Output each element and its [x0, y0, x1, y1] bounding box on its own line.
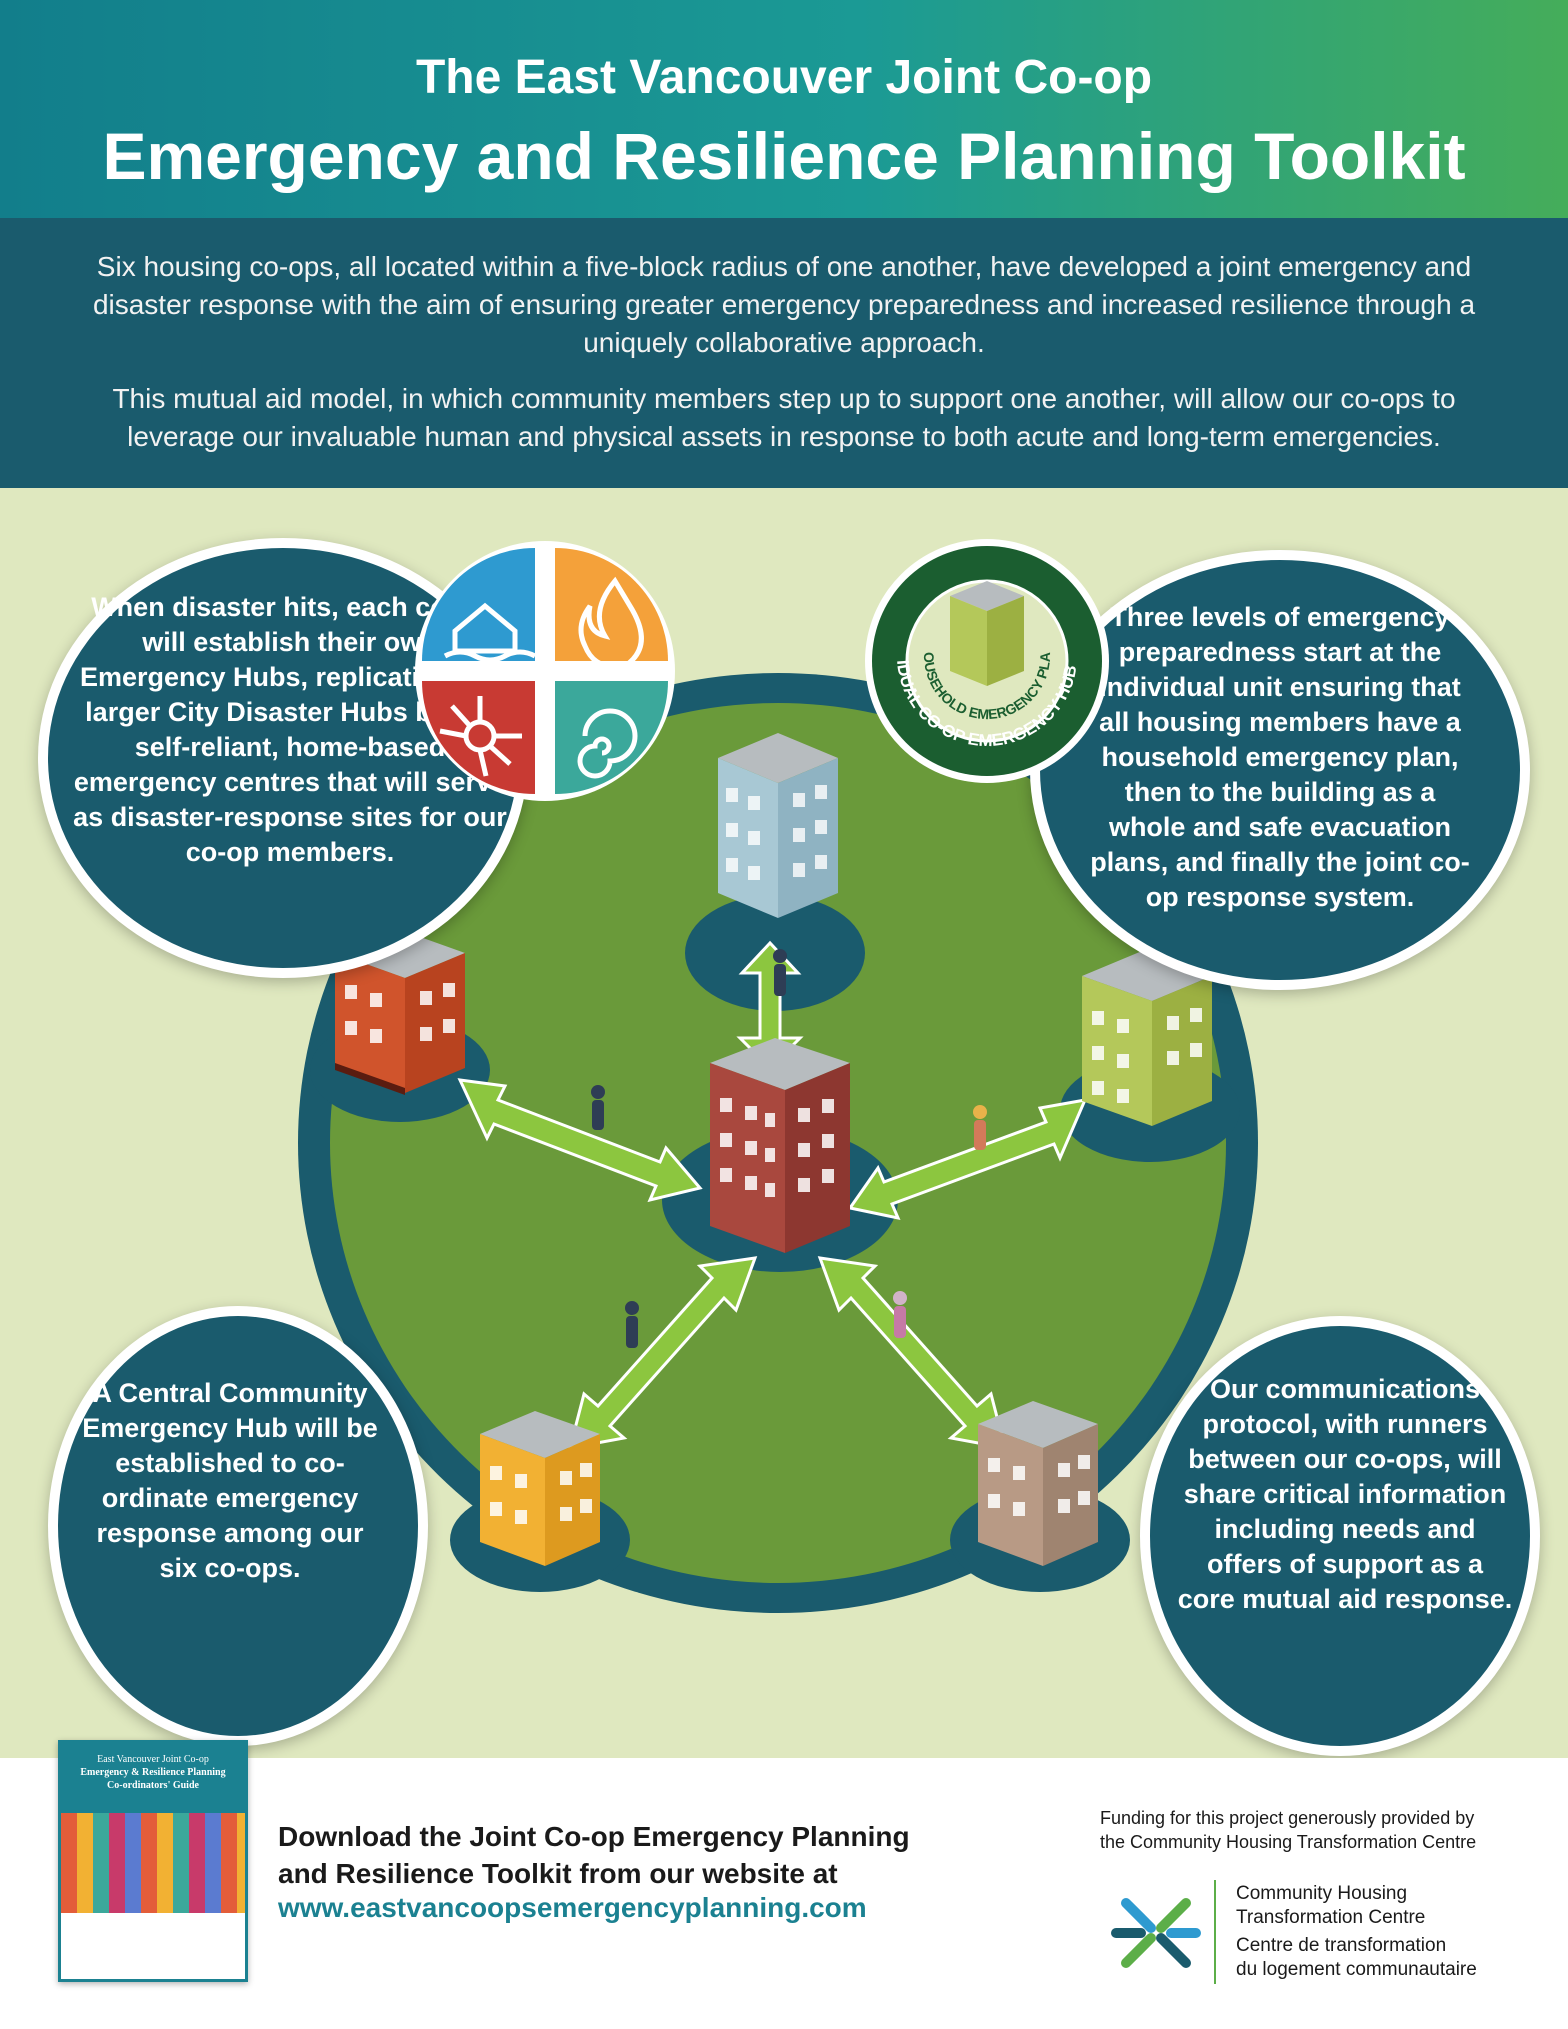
storm-icon	[555, 681, 668, 794]
runner-southeast	[893, 1291, 907, 1305]
page-subtitle: The East Vancouver Joint Co-op	[415, 51, 1153, 104]
booklet-illustration	[61, 1813, 245, 1913]
download-text: Download the Joint Co-op Emergency Plann…	[278, 1818, 910, 1892]
callout-communications-text: Our communications protocol, with runner…	[1177, 1374, 1513, 1614]
org-fr-line-2: du logement communautaire	[1236, 1959, 1477, 1980]
building-southeast	[978, 1401, 1098, 1566]
runner-east	[973, 1105, 987, 1119]
org-name-english: Community Housing Transformation Centre	[1236, 1882, 1425, 1930]
wildfire-icon	[555, 548, 668, 661]
runner-southwest	[625, 1301, 639, 1315]
toolkit-booklet-cover[interactable]: East Vancouver Joint Co-op Emergency & R…	[58, 1740, 248, 1982]
callout-bubble-preparedness	[1030, 550, 1530, 990]
funding-line-1: Funding for this project generously prov…	[1100, 1808, 1475, 1828]
runner-figures	[591, 949, 987, 1348]
building-southwest	[480, 1411, 600, 1566]
illustration-area: When disaster hits, each co-op will esta…	[0, 488, 1568, 1758]
booklet-line-2: Emergency & Resilience Planning	[80, 1767, 226, 1778]
runner-west	[591, 1085, 605, 1099]
booklet-line-1: East Vancouver Joint Co-op	[97, 1754, 209, 1765]
download-line-1: Download the Joint Co-op Emergency Plann…	[278, 1821, 910, 1852]
intro-paragraph-1: Six housing co-ops, all located within a…	[92, 251, 1476, 358]
funding-credit: Funding for this project generously prov…	[1100, 1806, 1476, 1854]
org-en-line-1: Community Housing	[1236, 1883, 1408, 1904]
chtc-logo-icon	[1111, 1898, 1201, 1968]
footer: East Vancouver Joint Co-op Emergency & R…	[0, 1740, 1568, 2029]
emergency-plan-seal: INDIVIDUAL CO-OP EMERGENCY HUB PLAN HOUS…	[862, 536, 1109, 783]
website-link[interactable]: www.eastvancoopsemergencyplanning.com	[278, 1892, 867, 1923]
intro-section: Six housing co-ops, all located within a…	[0, 218, 1568, 488]
org-en-line-2: Transformation Centre	[1236, 1907, 1426, 1928]
building-central-hub	[710, 1038, 850, 1253]
page-title: Emergency and Resilience Planning Toolki…	[102, 119, 1466, 193]
download-line-2: and Resilience Toolkit from our website …	[278, 1858, 838, 1889]
org-name-french: Centre de transformation du logement com…	[1236, 1934, 1477, 1982]
header-banner: The East Vancouver Joint Co-op Emergency…	[0, 0, 1568, 218]
earthquake-icon	[422, 681, 535, 794]
org-fr-line-1: Centre de transformation	[1236, 1935, 1447, 1956]
runner-north	[773, 949, 787, 963]
runner-arrows	[457, 940, 1088, 1450]
callout-bubble-communications	[1140, 1316, 1540, 1756]
intro-paragraph-2: This mutual aid model, in which communit…	[112, 383, 1456, 452]
funding-line-2: the Community Housing Transformation Cen…	[1100, 1832, 1477, 1852]
callout-preparedness-text: Three levels of emergency preparedness s…	[1090, 602, 1470, 912]
flood-icon	[422, 548, 535, 661]
building-north	[718, 733, 838, 918]
logo-divider	[1214, 1880, 1216, 1984]
hazard-wheel	[415, 541, 675, 801]
arrow-west	[457, 1078, 703, 1203]
building-east	[1082, 951, 1212, 1126]
callout-central-hub-text: A Central Community Emergency Hub will b…	[82, 1378, 378, 1583]
booklet-line-3: Co-ordinators' Guide	[107, 1780, 199, 1791]
